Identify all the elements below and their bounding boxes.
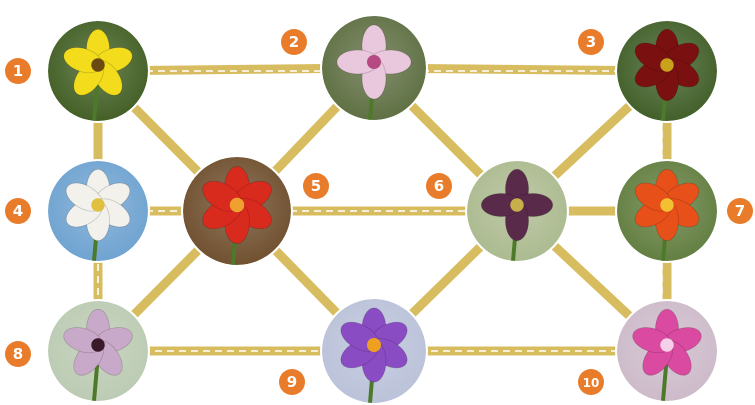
flower-photo-4 xyxy=(48,161,148,261)
number-badge-2: 2 xyxy=(281,29,307,55)
badges-layer: 1 2 3 4 5 6 7 8 9 10 xyxy=(5,29,753,395)
badge-circle xyxy=(279,369,305,395)
badge-circle xyxy=(5,341,31,367)
dashed-route-line xyxy=(97,70,663,352)
flower-center xyxy=(91,58,105,72)
badge-label: 4 xyxy=(13,202,23,220)
badge-circle xyxy=(578,369,604,395)
number-badge-10: 10 xyxy=(578,369,604,395)
badge-label: 7 xyxy=(735,202,745,220)
number-badge-3: 3 xyxy=(578,29,604,55)
flower-node-1[interactable] xyxy=(46,19,150,123)
badge-circle xyxy=(5,198,31,224)
badge-label: 3 xyxy=(586,33,596,51)
flower-center xyxy=(510,198,524,212)
flower-node-5[interactable] xyxy=(181,155,293,267)
flower-photo-3 xyxy=(617,21,717,121)
flower-node-9[interactable] xyxy=(320,297,428,405)
flower-photo-8 xyxy=(48,301,148,401)
flower-center xyxy=(367,55,381,69)
flower-center xyxy=(660,198,674,212)
flower-center xyxy=(91,198,105,212)
number-badge-5: 5 xyxy=(303,173,329,199)
flower-center xyxy=(660,338,674,352)
badge-label: 2 xyxy=(289,33,299,51)
flower-photo-6 xyxy=(467,161,567,261)
badge-label: 6 xyxy=(434,177,444,195)
badge-circle xyxy=(578,29,604,55)
number-badge-4: 4 xyxy=(5,198,31,224)
badge-label: 5 xyxy=(311,177,321,195)
flower-node-4[interactable] xyxy=(46,159,150,263)
flower-center xyxy=(229,197,245,213)
flower-photo-2 xyxy=(322,16,426,120)
badge-circle xyxy=(727,198,753,224)
flower-node-7[interactable] xyxy=(615,159,719,263)
flower-node-8[interactable] xyxy=(46,299,150,403)
flower-center xyxy=(367,338,381,352)
flower-node-2[interactable] xyxy=(320,14,428,122)
badge-circle xyxy=(303,173,329,199)
badge-circle xyxy=(281,29,307,55)
number-badge-8: 8 xyxy=(5,341,31,367)
badge-label: 1 xyxy=(13,62,23,80)
flower-photo-7 xyxy=(617,161,717,261)
flower-node-6[interactable] xyxy=(465,159,569,263)
badge-circle xyxy=(426,173,452,199)
flower-node-3[interactable] xyxy=(615,19,719,123)
badge-label: 8 xyxy=(13,345,23,363)
dashed-path-layer xyxy=(97,70,663,352)
badge-circle xyxy=(5,58,31,84)
flower-node-10[interactable] xyxy=(615,299,719,403)
nodes-layer xyxy=(46,14,719,405)
flower-photo-1 xyxy=(48,21,148,121)
flower-photo-5 xyxy=(183,157,291,265)
flower-photo-10 xyxy=(617,301,717,401)
flower-photo-9 xyxy=(322,299,426,403)
number-badge-7: 7 xyxy=(727,198,753,224)
number-badge-1: 1 xyxy=(5,58,31,84)
number-badge-6: 6 xyxy=(426,173,452,199)
badge-label: 10 xyxy=(583,376,600,390)
flower-center xyxy=(660,58,674,72)
flower-center xyxy=(91,338,105,352)
number-badge-9: 9 xyxy=(279,369,305,395)
badge-label: 9 xyxy=(287,373,297,391)
